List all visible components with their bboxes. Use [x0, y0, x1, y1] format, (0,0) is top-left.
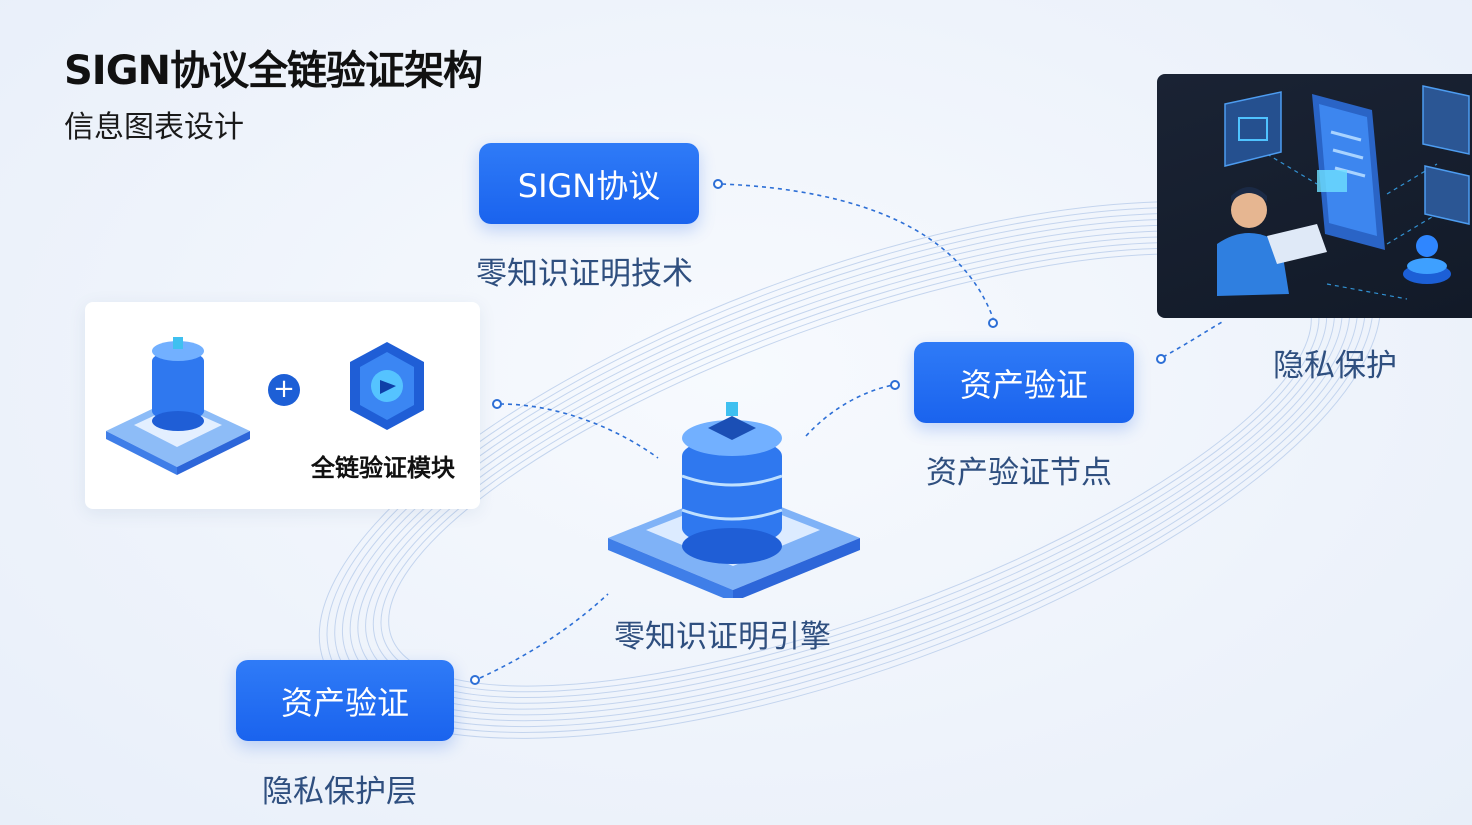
database-stack-icon	[104, 335, 254, 475]
page-subtitle: 信息图表设计	[64, 110, 244, 145]
server-engine-icon	[598, 398, 868, 598]
page-title: SIGN协议全链验证架构	[64, 48, 483, 94]
hex-shield-icon	[348, 340, 426, 432]
module-caption: 全链验证模块	[311, 454, 455, 482]
asset-verify-button-right[interactable]: 资产验证	[914, 342, 1134, 423]
connector-dot	[492, 399, 502, 409]
connector-dot	[1156, 354, 1166, 364]
plus-icon: +	[268, 374, 300, 406]
privacy-caption: 隐私保护	[1273, 348, 1397, 384]
connector-dot	[890, 380, 900, 390]
engine-caption: 零知识证明引擎	[614, 619, 831, 655]
sign-protocol-button[interactable]: SIGN协议	[479, 143, 699, 224]
person-computer-illustration	[1157, 74, 1472, 318]
connector-dot	[713, 179, 723, 189]
sign-protocol-caption: 零知识证明技术	[476, 256, 693, 292]
asset-verify-node-caption: 资产验证节点	[926, 455, 1112, 491]
privacy-layer-caption: 隐私保护层	[262, 774, 417, 810]
asset-verify-button-left[interactable]: 资产验证	[236, 660, 454, 741]
connector-dot	[470, 675, 480, 685]
connector-dot	[988, 318, 998, 328]
